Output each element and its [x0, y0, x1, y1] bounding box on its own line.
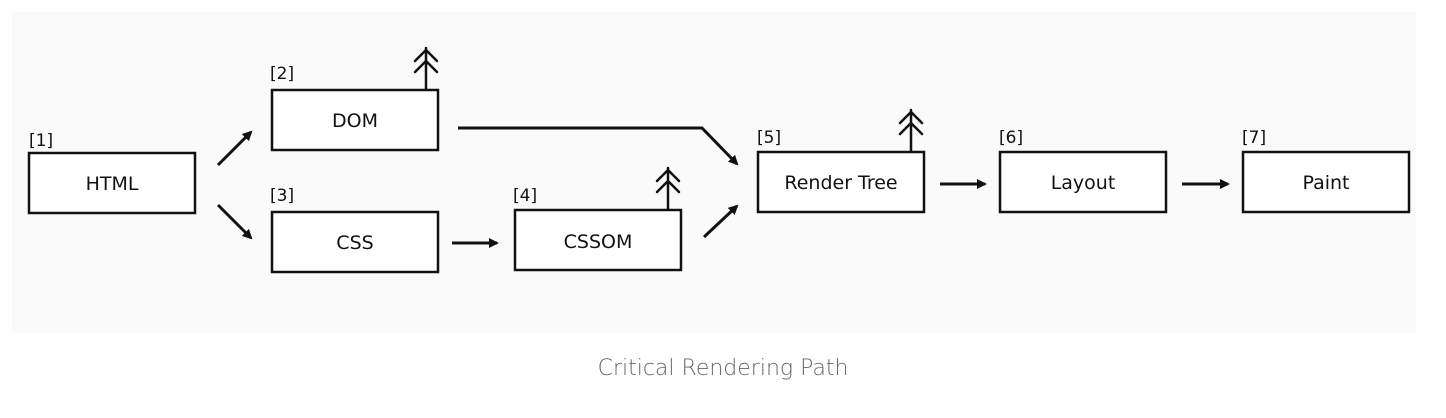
node-paint: [7] Paint	[1241, 128, 1411, 214]
diagram-panel	[12, 12, 1416, 334]
figure-caption: Critical Rendering Path	[597, 356, 849, 381]
node-label: Layout	[1051, 172, 1116, 194]
node-html: [1] HTML	[27, 131, 197, 215]
node-render-tree: [5] Render Tree	[756, 128, 926, 214]
step-label: [2]	[270, 64, 294, 84]
node-css: [3] CSS	[270, 186, 440, 274]
critical-rendering-path-diagram: [1] HTML [2] DOM [3] CSS [4] CSSOM [5] R…	[27, 46, 1411, 274]
node-label: CSSOM	[564, 231, 633, 253]
step-label: [1]	[29, 131, 53, 151]
step-label: [5]	[757, 128, 781, 148]
node-label: CSS	[336, 232, 373, 254]
node-layout: [6] Layout	[998, 128, 1168, 214]
node-cssom: [4] CSSOM	[513, 186, 683, 272]
arrow-html-css	[216, 203, 253, 240]
node-label: Paint	[1302, 172, 1349, 194]
tree-icon	[655, 166, 681, 212]
tree-icon	[413, 46, 439, 92]
node-label: HTML	[86, 173, 139, 195]
arrow-dom-render	[458, 126, 739, 166]
tree-icon	[898, 108, 924, 154]
step-label: [6]	[999, 128, 1023, 148]
arrow-cssom-render	[702, 204, 739, 239]
arrows	[216, 126, 1230, 248]
step-label: [3]	[270, 186, 294, 206]
step-label: [7]	[1242, 128, 1266, 148]
node-label: Render Tree	[784, 172, 897, 194]
node-dom: [2] DOM	[270, 64, 440, 152]
node-label: DOM	[332, 110, 378, 132]
arrow-html-dom	[216, 130, 253, 167]
step-label: [4]	[513, 186, 537, 206]
